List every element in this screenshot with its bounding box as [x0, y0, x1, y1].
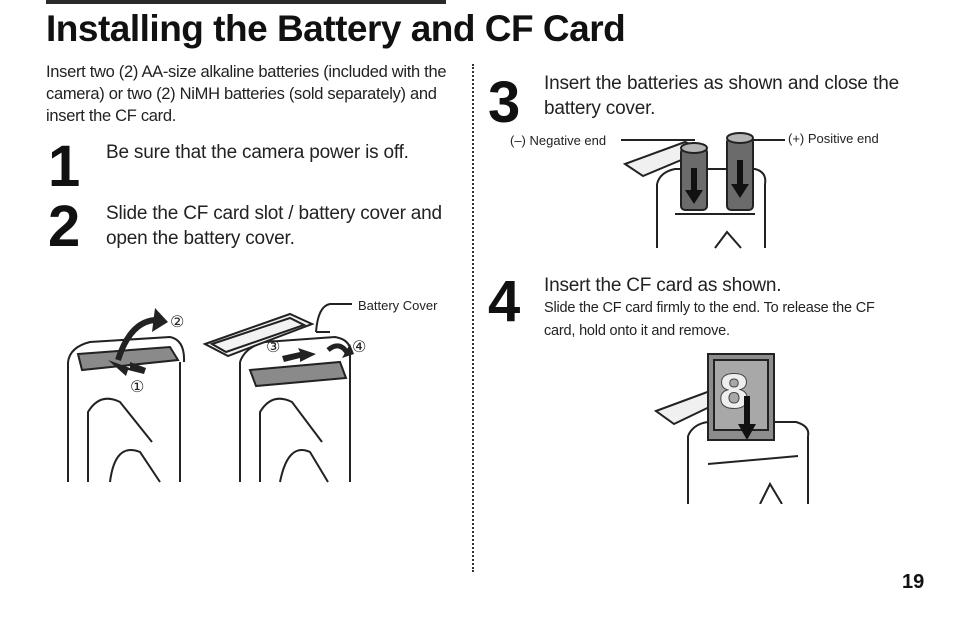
step-1-number: 1 [48, 134, 81, 199]
step-3-text: Insert the batteries as shown and close … [544, 73, 899, 119]
positive-end-label: (+) Positive end [788, 131, 879, 146]
step-1-text: Be sure that the camera power is off. [106, 142, 409, 163]
step-4-text: Insert the CF card as shown. [544, 275, 782, 296]
step-4-subtext: Slide the CF card firmly to the end. To … [544, 300, 875, 339]
step-2-number: 2 [48, 194, 81, 259]
title-rule [46, 0, 446, 4]
negative-end-label: (–) Negative end [510, 133, 607, 148]
battery-cover-label: Battery Cover [358, 298, 438, 313]
step-4-number: 4 [488, 269, 521, 334]
mark-2: ② [170, 312, 184, 331]
battery-cover-illustration: ② ① ③ ④ [67, 303, 366, 483]
column-divider [472, 64, 474, 572]
step-3-number: 3 [488, 70, 521, 135]
page-number: 19 [902, 571, 925, 593]
intro-paragraph: Insert two (2) AA-size alkaline batterie… [46, 63, 447, 125]
page-title: Installing the Battery and CF Card [46, 8, 626, 49]
step-2-text: Slide the CF card slot / battery cover a… [106, 203, 442, 249]
cf-card-insertion-illustration: 8 [653, 353, 810, 504]
battery-insertion-illustration [621, 132, 785, 249]
mark-4: ④ [352, 337, 366, 356]
mark-3: ③ [266, 337, 280, 356]
mark-1: ① [130, 377, 144, 396]
